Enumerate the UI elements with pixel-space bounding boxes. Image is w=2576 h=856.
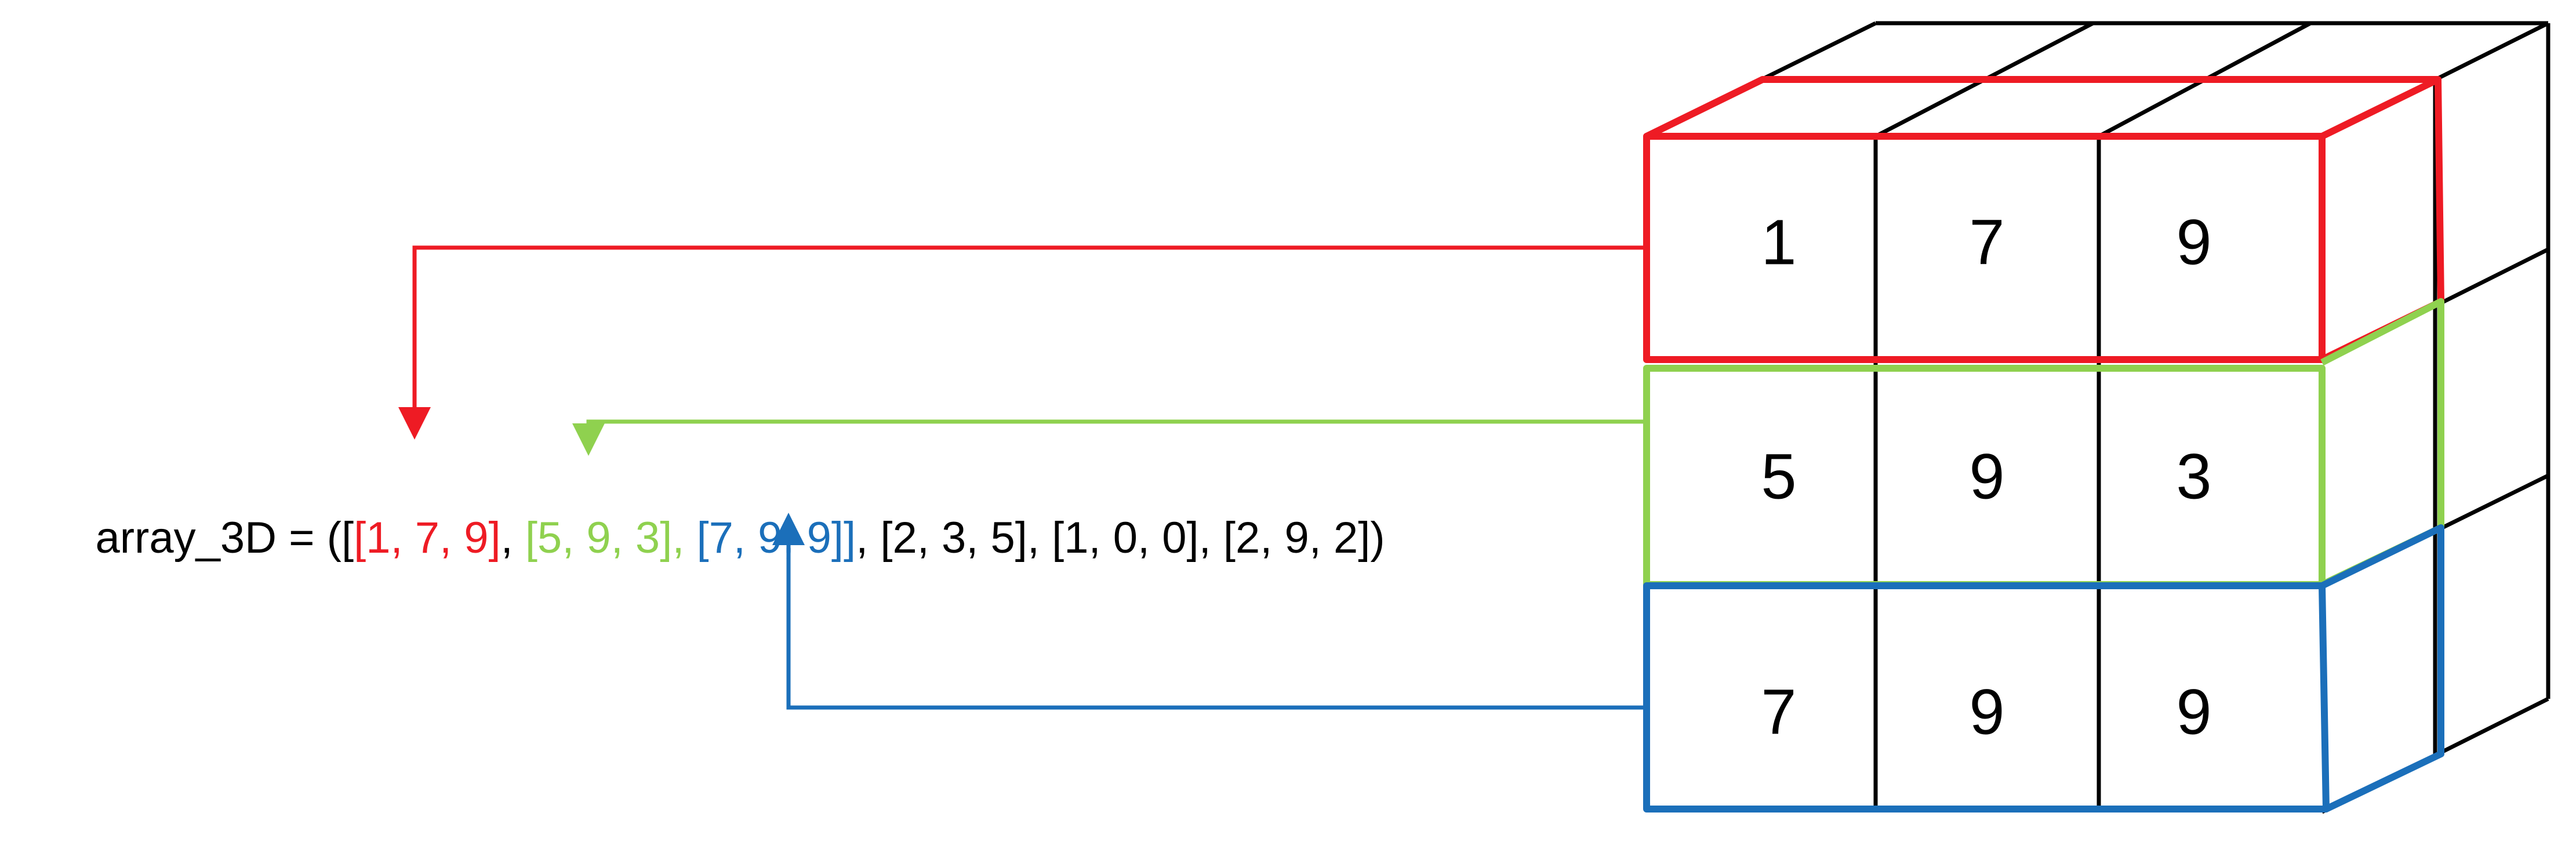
cell-r3-c3: 9: [2176, 677, 2211, 748]
expression-row-2: [5, 9, 3]: [525, 513, 673, 563]
blue-side-face: [2320, 524, 2444, 813]
cell-r2-c2: 9: [1969, 441, 2004, 513]
expression-sep-2: ,: [672, 513, 697, 563]
expression-sep-1: ,: [500, 513, 525, 563]
expression-prefix: array_3D = ([: [95, 513, 354, 563]
array-expression: array_3D = ([[1, 7, 9], [5, 9, 3], [7, 9…: [46, 451, 1385, 625]
cell-r1-c3: 9: [2176, 207, 2211, 278]
red-top-face: [1645, 76, 2441, 140]
green-side-face: [2320, 298, 2444, 588]
cell-r3-c2: 9: [1969, 677, 2004, 748]
highlight-row-3-blue: [1643, 524, 2444, 813]
arrow-red: [398, 245, 1647, 440]
expression-row-1: [1, 7, 9]: [354, 513, 501, 563]
red-side-face: [2320, 79, 2444, 363]
expression-rest: , [2, 3, 5], [1, 0, 0], [2, 9, 2]): [856, 513, 1385, 563]
front-face-values: 1 7 9 5 9 3 7 9 9: [1761, 207, 2211, 748]
cell-r2-c3: 3: [2176, 441, 2211, 513]
cell-r1-c1: 1: [1761, 207, 1796, 278]
expression-sep-3: ]: [844, 513, 856, 563]
cell-r1-c2: 7: [1969, 207, 2004, 278]
arrow-blue: [772, 513, 1647, 710]
arrow-green: [572, 419, 1647, 456]
cell-r2-c1: 5: [1761, 441, 1796, 513]
cell-r3-c1: 7: [1761, 677, 1796, 748]
